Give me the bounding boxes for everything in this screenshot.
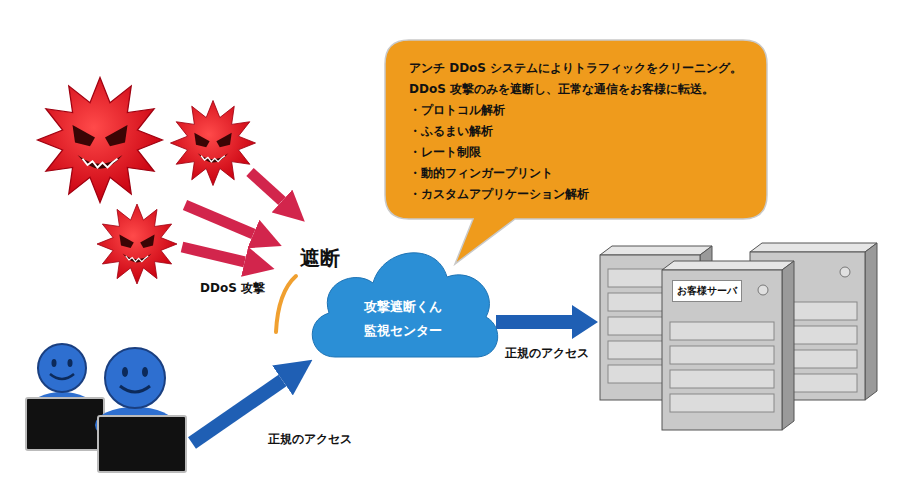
server-label: お客様サーバ — [672, 280, 742, 302]
attack-arrow — [250, 172, 282, 201]
attacker-icon — [97, 204, 177, 284]
feature-item: ・ふるまい解析 — [409, 121, 742, 142]
block-label: 遮断 — [300, 246, 340, 271]
user-icon — [26, 344, 104, 450]
flow-arrow — [496, 305, 598, 339]
feature-item: ・動的フィンガープリント — [409, 163, 742, 184]
cloud-outline — [312, 253, 497, 357]
server-illustration — [600, 240, 885, 435]
speech-bubble: アンチ DDoS システムによりトラフィックをクリーニング。DDoS 攻撃のみを… — [385, 40, 766, 219]
attacker-icon — [171, 101, 256, 186]
cloud-label: 攻撃遮断くん 監視センター — [343, 295, 463, 343]
feature-item: ・レート制限 — [409, 142, 742, 163]
attack-arrow — [185, 205, 253, 234]
bubble-outline — [385, 40, 767, 264]
feature-item: ・カスタムアプリケーション解析 — [409, 184, 742, 205]
attacker-icon — [38, 78, 163, 203]
block-arc — [276, 276, 296, 332]
server-icon — [662, 261, 794, 430]
edge-label: 正規のアクセス — [505, 346, 589, 361]
attack-label: DDoS 攻撃 — [200, 281, 265, 296]
access-label: 正規のアクセス — [268, 432, 352, 447]
user-icon — [95, 348, 186, 472]
bubble-text: DDoS 攻撃のみを遮断し、正常な通信をお客様に転送。 — [409, 79, 742, 100]
bubble-text: アンチ DDoS システムによりトラフィックをクリーニング。 — [409, 58, 742, 79]
attack-arrow — [182, 247, 245, 262]
feature-item: ・プロトコル解析 — [409, 100, 742, 121]
server-group: お客様サーバ — [600, 240, 885, 435]
